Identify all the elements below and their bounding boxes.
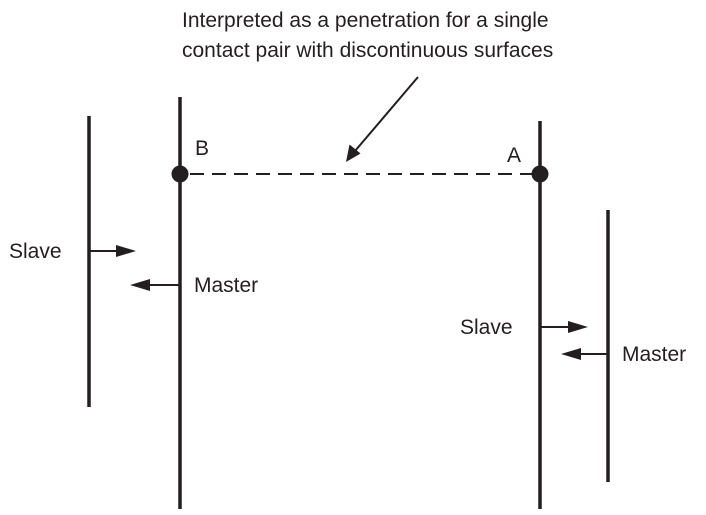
right-slave-arrow bbox=[540, 321, 588, 333]
point-b-marker bbox=[171, 165, 189, 183]
left-slave-arrow bbox=[89, 245, 136, 257]
right-master-label: Master bbox=[622, 343, 686, 366]
left-master-label: Master bbox=[194, 274, 258, 297]
caption-line-1: Interpreted as a penetration for a singl… bbox=[182, 9, 549, 32]
right-master-arrow bbox=[561, 348, 608, 360]
caption-line-2: contact pair with discontinuous surfaces bbox=[182, 39, 553, 62]
point-b-label: B bbox=[195, 137, 209, 160]
left-slave-label: Slave bbox=[9, 240, 62, 263]
point-a-marker bbox=[531, 165, 549, 183]
right-slave-label: Slave bbox=[460, 316, 513, 339]
point-a-label: A bbox=[507, 144, 521, 167]
caption-leader-arrow bbox=[346, 76, 419, 162]
left-master-arrow bbox=[130, 279, 180, 291]
